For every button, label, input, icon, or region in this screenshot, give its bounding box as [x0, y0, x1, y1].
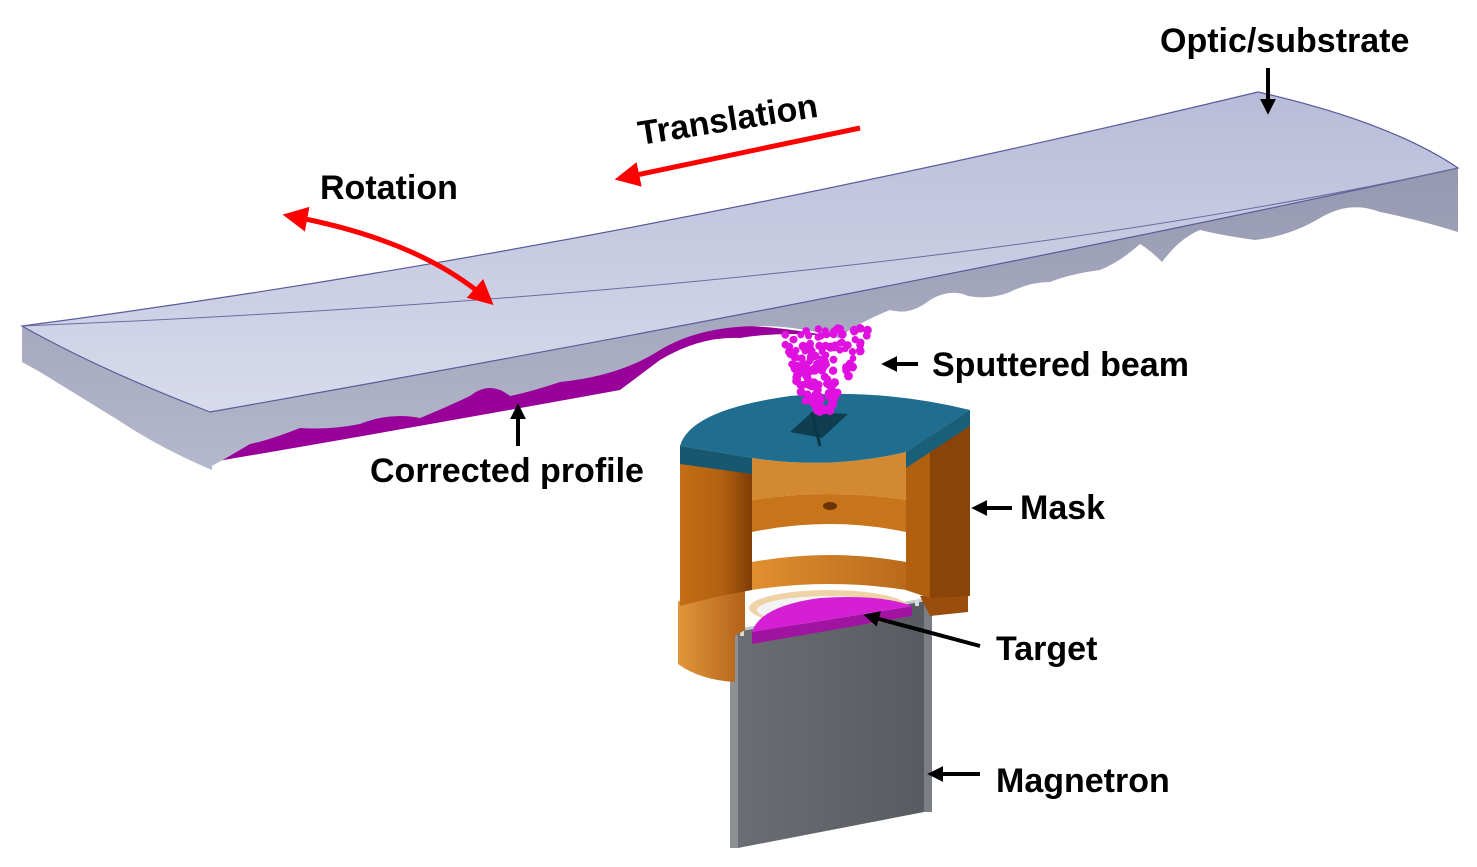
label-magnetron: Magnetron [996, 762, 1170, 800]
particle [836, 346, 844, 354]
target-pointer-arrow [863, 611, 981, 648]
particle [823, 379, 831, 388]
particle [821, 341, 830, 350]
particle [814, 359, 823, 369]
particle [790, 353, 800, 362]
particle [829, 327, 838, 336]
label-corrected-profile: Corrected profile [370, 452, 644, 490]
particle [862, 331, 871, 340]
mask-base-flange [678, 586, 745, 682]
particle [803, 390, 812, 399]
label-target: Target [996, 630, 1097, 668]
particle [797, 331, 805, 339]
mask-wall-left [680, 446, 752, 606]
particle [842, 363, 850, 371]
particle [795, 362, 804, 371]
particle [849, 355, 857, 362]
particle [818, 348, 826, 356]
particle [781, 330, 790, 339]
particle [817, 396, 825, 404]
particle [792, 377, 800, 386]
particle [856, 341, 864, 349]
particle [815, 341, 824, 350]
particle [792, 346, 800, 355]
particle [829, 355, 838, 364]
particle [848, 348, 857, 356]
particle [849, 325, 859, 335]
particle [837, 330, 847, 339]
particle [828, 366, 838, 375]
particle [804, 343, 812, 351]
particle [855, 346, 865, 356]
sputtered-particles [781, 324, 872, 416]
particle [804, 331, 813, 340]
particle [789, 335, 798, 344]
substrate-top-face [20, 91, 1460, 413]
particle [801, 362, 811, 371]
particle [814, 325, 823, 333]
particle [810, 366, 820, 375]
particle [806, 352, 816, 362]
particle [841, 345, 849, 353]
particle [836, 339, 845, 347]
particle [814, 333, 822, 341]
label-mask: Mask [1020, 489, 1105, 527]
label-sputtered-beam: Sputtered beam [932, 346, 1189, 384]
particle [828, 387, 838, 396]
rotation-arrow [282, 206, 494, 305]
particle [796, 387, 806, 397]
particle [821, 327, 829, 335]
particle [844, 371, 853, 381]
particle [826, 406, 835, 416]
translation-arrow [614, 125, 861, 187]
particle [781, 340, 790, 349]
label-rotation: Rotation [320, 169, 458, 207]
particle [797, 354, 806, 363]
optic-substrate [20, 91, 1460, 470]
particle [804, 380, 814, 389]
label-optic-substrate: Optic/substrate [1160, 22, 1409, 60]
